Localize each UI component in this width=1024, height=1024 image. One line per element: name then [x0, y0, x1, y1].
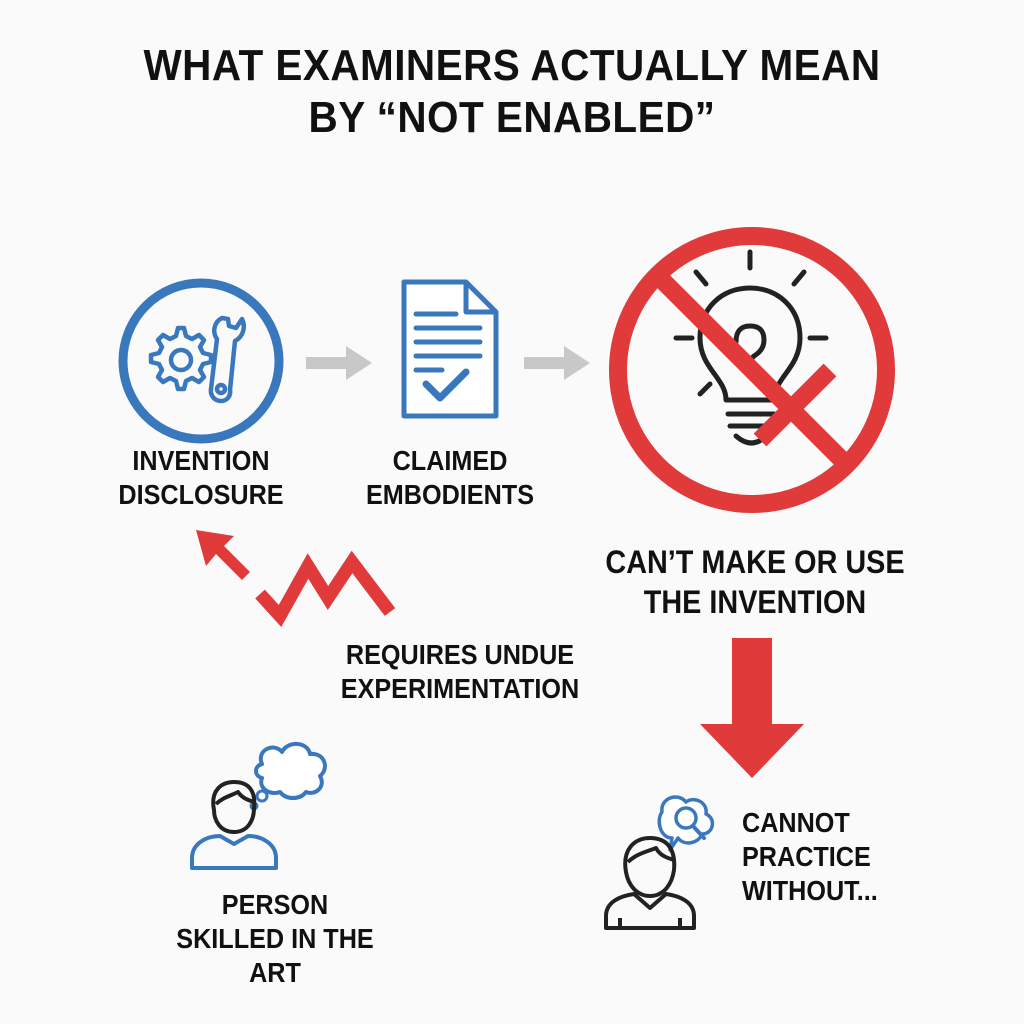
title-line-1: WHAT EXAMINERS ACTUALLY MEAN	[143, 41, 881, 90]
arrow-right-icon	[306, 346, 372, 380]
label-line: THE INVENTION	[643, 584, 867, 620]
gear-wrench-icon	[116, 276, 286, 446]
label-line: DISCLOSURE	[118, 479, 284, 510]
label-invention-disclosure: INVENTION DISCLOSURE	[107, 444, 296, 512]
label-claimed-embodiments: CLAIMED EMBODIENTS	[351, 444, 549, 512]
person-search-icon	[600, 782, 750, 932]
prohibited-lightbulb-icon	[604, 222, 900, 518]
arrow-right-icon	[524, 346, 590, 380]
arrow-down-icon	[700, 638, 804, 778]
label-line: EMBODIENTS	[365, 479, 535, 510]
label-line: PERSON	[221, 889, 329, 920]
label-line: CAN’T MAKE OR USE	[605, 544, 905, 580]
label-line: EXPERIMENTATION	[340, 673, 580, 704]
label-undue-experimentation: REQUIRES UNDUE EXPERIMENTATION	[334, 638, 586, 706]
label-line: WITHOUT...	[742, 875, 878, 906]
person-thinking-icon	[186, 734, 336, 874]
label-line: REQUIRES UNDUE	[345, 639, 575, 670]
label-cannot-practice: CANNOT PRACTICE WITHOUT...	[742, 806, 922, 908]
zigzag-arrow-icon	[190, 522, 400, 632]
label-person-skilled: PERSON SKILLED IN THE ART	[163, 888, 388, 990]
label-line: CANNOT	[742, 807, 850, 838]
label-line: SKILLED IN THE ART	[176, 923, 374, 988]
document-check-icon	[396, 278, 500, 422]
label-line: PRACTICE	[742, 841, 871, 872]
label-cant-make-or-use: CAN’T MAKE OR USE THE INVENTION	[589, 542, 922, 622]
title-line-2: BY “NOT ENABLED”	[308, 93, 716, 142]
page-title: WHAT EXAMINERS ACTUALLY MEAN BY “NOT ENA…	[41, 40, 983, 144]
label-line: CLAIMED	[392, 445, 508, 476]
label-line: INVENTION	[132, 445, 270, 476]
